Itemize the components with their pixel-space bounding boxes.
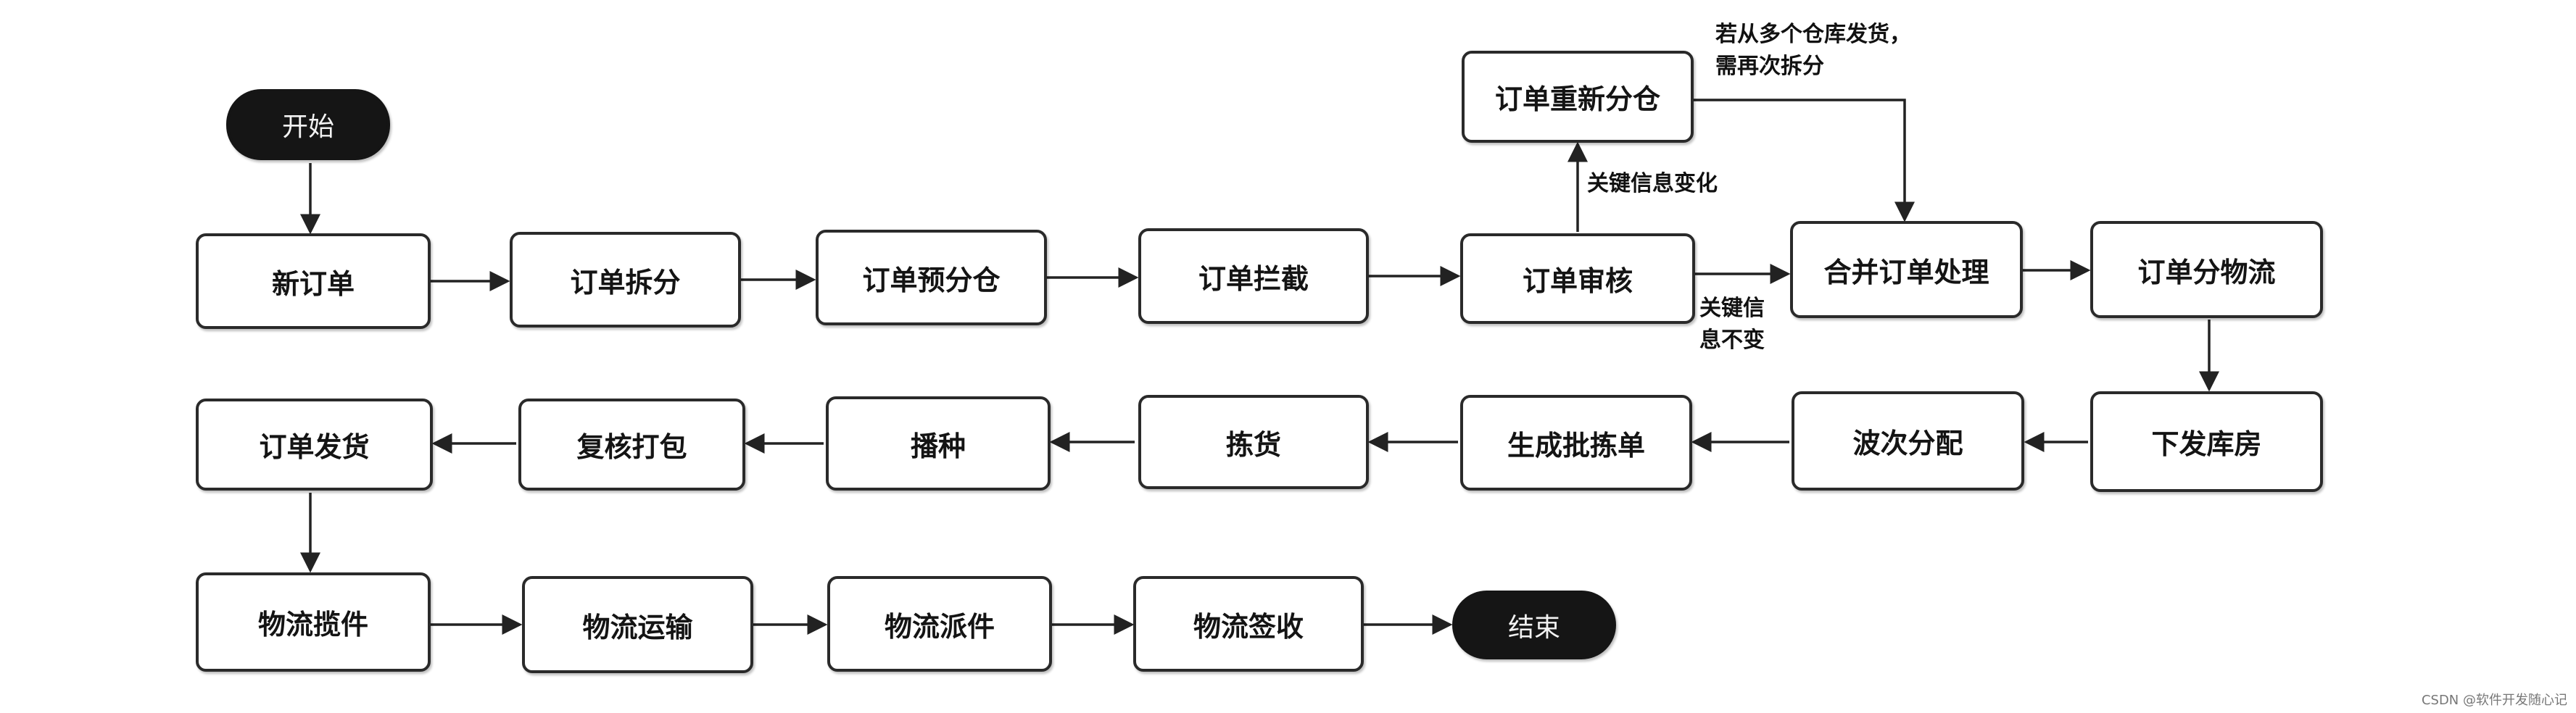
- key-info-unchanged-line1: 关键信: [1699, 296, 1765, 321]
- key-info-changed-label: 关键信息变化: [1587, 171, 1718, 196]
- key-info-unchanged-line2: 息不变: [1699, 328, 1765, 353]
- arrow-reallocate-to-merge: [1694, 99, 1915, 222]
- dispatch-to-warehouse-node: 下发库房: [2090, 391, 2323, 492]
- logistics-signed-node: 物流签收: [1133, 576, 1364, 672]
- order-reallocate-node: 订单重新分仓: [1462, 51, 1694, 143]
- csdn-watermark: CSDN @软件开发随心记: [2421, 693, 2567, 708]
- end-node: 结束: [1452, 591, 1616, 659]
- order-pre-allocate-node: 订单预分仓: [816, 230, 1047, 325]
- new-order-node: 新订单: [196, 233, 431, 329]
- order-ship-node: 订单发货: [196, 399, 433, 491]
- order-split-node: 订单拆分: [510, 232, 741, 328]
- sowing-node: 播种: [826, 396, 1051, 491]
- multi-warehouse-line1: 若从多个仓库发货，: [1715, 22, 1911, 47]
- start-node: 开始: [226, 89, 390, 160]
- generate-pick-list-node: 生成批拣单: [1460, 395, 1692, 491]
- picking-node: 拣货: [1138, 395, 1369, 489]
- multi-warehouse-label: 若从多个仓库发货， 需再次拆分: [1715, 19, 1911, 83]
- wave-allocation-node: 波次分配: [1792, 391, 2024, 491]
- key-info-unchanged-label: 关键信 息不变: [1699, 293, 1765, 356]
- multi-warehouse-line2: 需再次拆分: [1715, 54, 1824, 79]
- order-intercept-node: 订单拦截: [1138, 228, 1369, 324]
- order-assign-logistics-node: 订单分物流: [2090, 221, 2323, 318]
- logistics-transport-node: 物流运输: [522, 576, 753, 673]
- logistics-pickup-node: 物流揽件: [196, 572, 431, 672]
- logistics-delivery-node: 物流派件: [827, 576, 1052, 672]
- merge-orders-node: 合并订单处理: [1790, 221, 2023, 318]
- recheck-pack-node: 复核打包: [518, 399, 745, 491]
- order-review-node: 订单审核: [1460, 233, 1695, 324]
